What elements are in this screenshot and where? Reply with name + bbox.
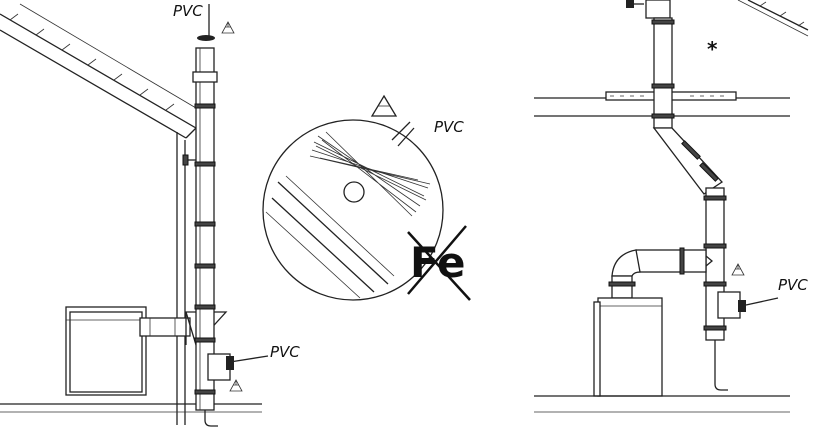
top-hatch-right	[645, 0, 671, 19]
horizontal-connector-left	[139, 317, 191, 337]
recycle-icon	[229, 379, 243, 392]
left-installation: PVC PVC	[0, 2, 300, 427]
boiler-left	[65, 306, 147, 396]
pvc-label-bottom-left: PVC	[270, 343, 300, 361]
pvc-label-top-left: PVC	[173, 2, 203, 20]
asterisk-label: *	[707, 37, 718, 61]
roof-left	[0, 3, 197, 139]
pvc-label-right: PVC	[778, 276, 808, 294]
brush-icon	[738, 297, 779, 312]
brush-icon	[226, 355, 269, 370]
recycle-icon	[370, 94, 398, 117]
brush-icon	[309, 121, 431, 217]
vertical-flue-left	[192, 47, 218, 427]
offset-section	[652, 127, 723, 195]
right-installation: *	[534, 0, 809, 413]
crossed-out-icon: Fe	[407, 225, 471, 301]
vertical-flue-right-lower	[703, 187, 728, 391]
recycle-icon	[731, 263, 745, 276]
vertical-flue-right-upper	[651, 17, 675, 129]
brush-icon	[197, 4, 215, 41]
horizontal-connector-right	[608, 247, 714, 299]
roof-right	[737, 0, 809, 37]
boiler-right	[593, 297, 663, 397]
detail-circle: PVC Fe	[262, 94, 471, 301]
fe-label: Fe	[410, 238, 465, 287]
brush-icon	[626, 0, 644, 8]
recycle-icon	[221, 21, 235, 34]
inspection-hatch-right	[717, 291, 741, 319]
pvc-label-detail: PVC	[434, 118, 464, 136]
house-wall	[176, 132, 186, 425]
